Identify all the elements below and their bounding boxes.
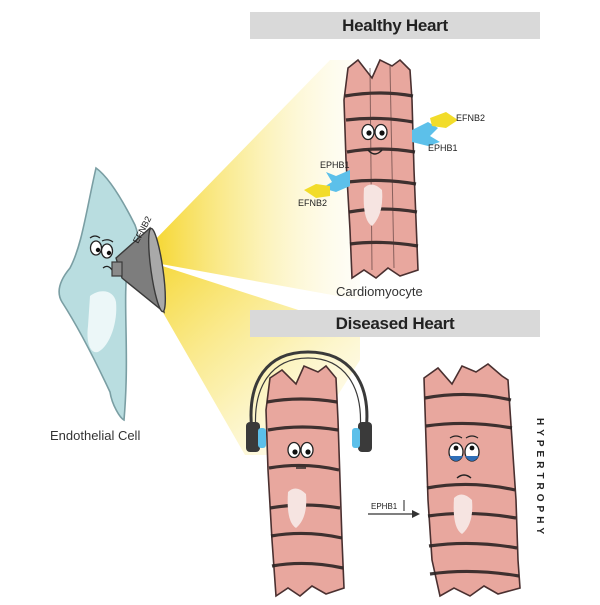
header-diseased-heart: Diseased Heart <box>250 310 540 337</box>
label-efnb2-left: EFNB2 <box>298 198 327 208</box>
label-ephb1-left: EPHB1 <box>320 160 350 170</box>
label-hypertrophy: HYPERTROPHY <box>534 418 545 538</box>
label-cardiomyocyte: Cardiomyocyte <box>336 284 423 299</box>
receptor-ephb1-right <box>412 122 440 146</box>
ligand-efnb2-left <box>304 184 330 198</box>
endothelial-cell <box>58 166 167 422</box>
megaphone-icon <box>111 226 167 314</box>
ephb1-arrow <box>368 510 420 518</box>
label-ephb1-right: EPHB1 <box>428 143 458 153</box>
endothelial-nucleus <box>87 291 117 353</box>
cardiomyocyte-diseased-headphones <box>265 364 345 598</box>
label-efnb2-right: EFNB2 <box>456 113 485 123</box>
ligand-efnb2-right <box>430 112 458 128</box>
signal-beam-healthy <box>150 60 360 300</box>
header-healthy-heart: Healthy Heart <box>250 12 540 39</box>
label-endothelial-cell: Endothelial Cell <box>50 428 140 443</box>
cardiomyocyte-hypertrophic <box>423 362 521 598</box>
label-ephb1-arrow: EPHB1 <box>371 502 398 511</box>
cardiomyocyte-healthy <box>343 58 419 280</box>
headphones-icon <box>246 350 372 452</box>
